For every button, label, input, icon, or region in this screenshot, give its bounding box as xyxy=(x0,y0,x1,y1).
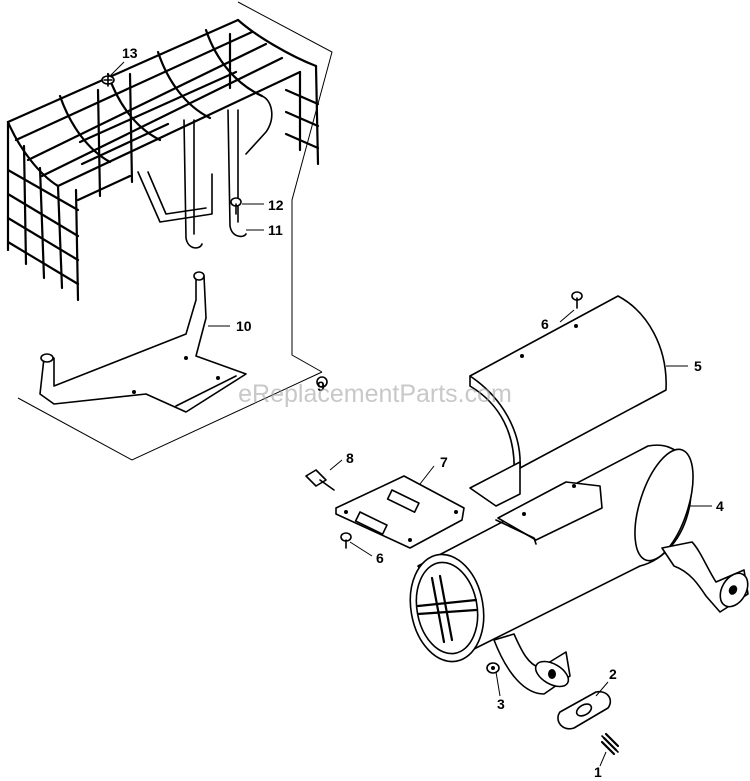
wire-guard-cage xyxy=(6,18,320,302)
callout-6-bottom: 6 xyxy=(376,550,384,566)
exhaust-stud xyxy=(600,732,620,756)
heat-shield xyxy=(469,295,667,507)
callout-numbers: 13 12 11 10 9 6 5 8 7 6 4 3 2 1 xyxy=(122,45,724,780)
callout-1: 1 xyxy=(594,764,602,780)
callout-6-top: 6 xyxy=(541,316,549,332)
callout-13: 13 xyxy=(122,45,138,61)
bracket-mount-screw xyxy=(316,376,328,388)
callout-12: 12 xyxy=(268,197,284,213)
strap-screw xyxy=(230,197,242,215)
exhaust-gasket xyxy=(557,690,612,730)
callout-5: 5 xyxy=(694,358,702,374)
callout-8: 8 xyxy=(346,450,354,466)
callout-11: 11 xyxy=(268,222,283,238)
subassembly-boundary xyxy=(17,1,333,461)
callout-7: 7 xyxy=(440,454,448,470)
watermark-text: eReplacementParts.com xyxy=(238,380,512,408)
callout-9: 9 xyxy=(317,378,325,394)
flange-nut xyxy=(486,662,500,674)
heat-shield-screw xyxy=(571,291,583,309)
leader-lines xyxy=(109,61,712,767)
muffler-bracket xyxy=(335,475,465,549)
callout-2: 2 xyxy=(609,666,617,682)
cage-screw xyxy=(101,75,115,87)
callout-3: 3 xyxy=(497,696,505,712)
callout-4: 4 xyxy=(716,498,724,514)
bracket-screw xyxy=(305,469,335,491)
mounting-bracket xyxy=(39,271,247,413)
callout-10: 10 xyxy=(236,318,252,334)
muffler xyxy=(409,444,749,695)
bracket-screw-lower xyxy=(340,532,352,549)
